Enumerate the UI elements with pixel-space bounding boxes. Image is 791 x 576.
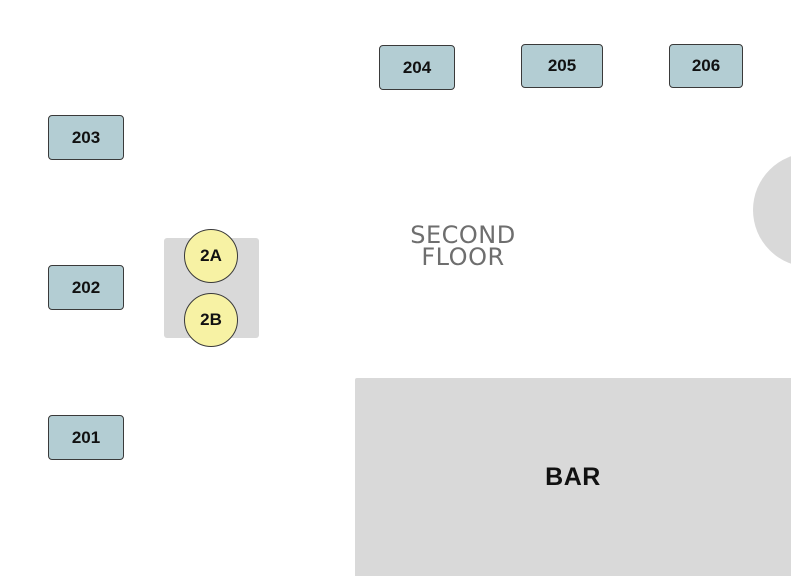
floor-title: SECOND FLOOR <box>383 221 543 271</box>
table-201-label: 201 <box>71 427 101 447</box>
table-201[interactable]: 201 <box>48 415 124 460</box>
table-206-label: 206 <box>691 56 721 75</box>
table-202-label: 202 <box>71 277 101 297</box>
bar-area[interactable]: BAR <box>355 378 791 576</box>
table-206[interactable]: 206 <box>669 44 743 88</box>
round-area-edge <box>753 153 791 267</box>
table-202[interactable]: 202 <box>48 265 124 310</box>
table-203-label: 203 <box>71 127 101 147</box>
seat-2b[interactable]: 2B <box>184 293 238 347</box>
table-205[interactable]: 205 <box>521 44 603 88</box>
table-205-label: 205 <box>547 56 577 75</box>
table-204-label: 204 <box>402 57 432 77</box>
bar-label: BAR <box>545 462 601 491</box>
table-203[interactable]: 203 <box>48 115 124 160</box>
floor-title-line2: FLOOR <box>421 243 505 271</box>
seat-2b-label: 2B <box>200 310 222 329</box>
seat-2a-label: 2A <box>200 246 222 265</box>
table-204[interactable]: 204 <box>379 45 455 90</box>
seat-2a[interactable]: 2A <box>184 229 238 283</box>
floor-title-line1: SECOND <box>410 221 516 249</box>
